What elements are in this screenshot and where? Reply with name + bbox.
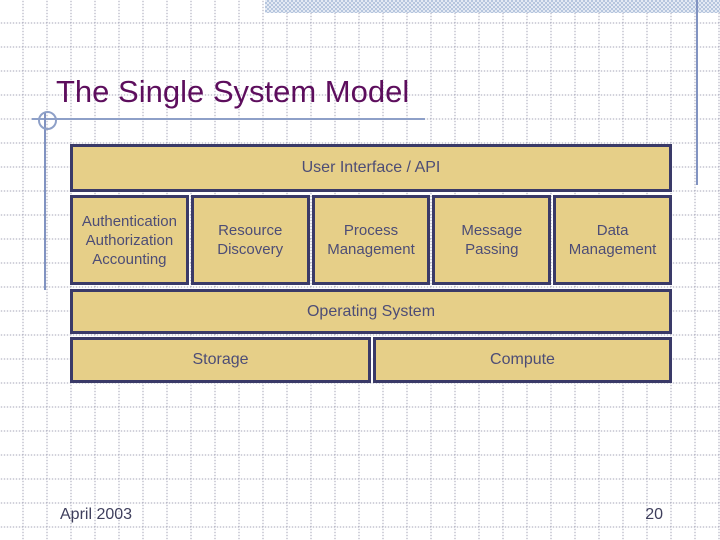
box-process-management: Process Management [311,195,431,285]
box-user-interface-api: User Interface / API [70,144,672,192]
box-data-management: Data Management [553,195,672,285]
box-authentication-authorization-accounting: Authentication Authorization Accounting [70,195,189,285]
box-label: Authentication Authorization Accounting [81,212,177,268]
box-label: Message Passing [461,222,523,258]
top-hatch-band [265,0,720,13]
box-label: Operating System [306,302,436,320]
footer-date: April 2003 [60,506,133,523]
box-storage: Storage [70,337,371,383]
bottom-row: Storage Compute [70,337,672,383]
underline-anchor-circle-icon [38,111,57,130]
box-label: Compute [490,351,555,368]
box-message-passing: Message Passing [432,195,552,285]
box-label: Data Management [568,222,657,258]
page-number: 20 [645,506,663,523]
box-resource-discovery: Resource Discovery [190,195,310,285]
box-operating-system: Operating System [70,289,672,334]
slide-title: The Single System Model [56,74,410,109]
title-underline [32,118,425,120]
box-label: Process Management [327,222,415,258]
box-compute: Compute [373,337,672,383]
box-label: User Interface / API [301,159,441,176]
left-accent-line [44,112,46,290]
box-label: Storage [192,351,249,368]
middle-row: Authentication Authorization Accounting … [70,195,672,285]
right-accent-line [696,0,698,185]
box-label: Resource Discovery [217,222,284,258]
